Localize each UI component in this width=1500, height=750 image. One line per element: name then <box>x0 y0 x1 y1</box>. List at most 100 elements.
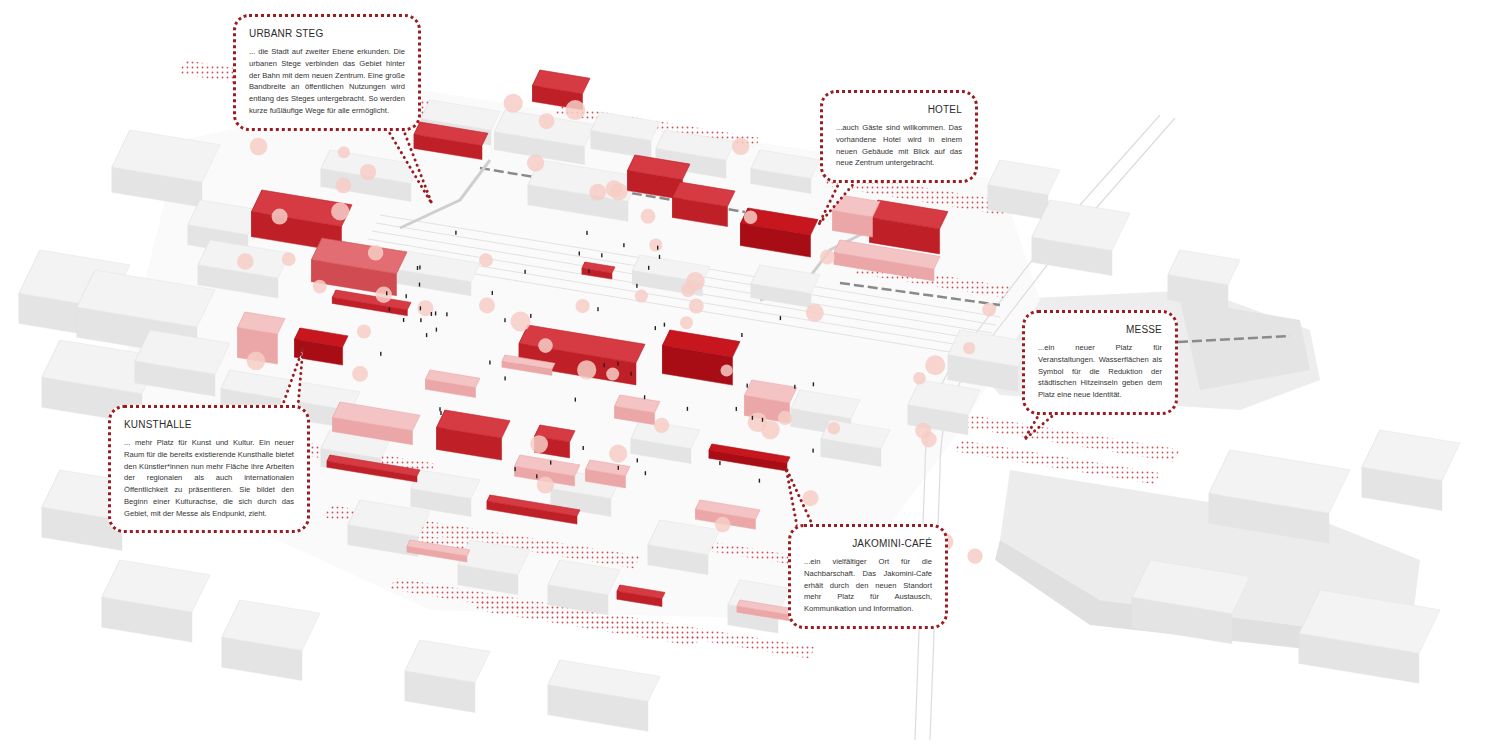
callout-text: ... mehr Platz für Kunst und Kultur. Ein… <box>124 437 294 519</box>
person <box>530 314 531 318</box>
rail-line <box>380 215 1000 317</box>
tree <box>527 154 544 171</box>
callout-tail <box>819 181 856 224</box>
building-roof <box>834 240 940 269</box>
tree <box>247 352 266 371</box>
tree <box>417 300 433 316</box>
tree <box>963 342 975 354</box>
hatch-area <box>934 410 1180 462</box>
tree <box>511 312 531 332</box>
person <box>794 385 795 389</box>
plan-ground <box>120 90 1420 740</box>
person <box>439 407 440 411</box>
callout-text: ...auch Gäste sind willkommen. Das vorha… <box>836 122 962 169</box>
tree <box>635 290 648 303</box>
person <box>420 318 421 322</box>
building-roof <box>821 420 890 449</box>
callout-heading: MESSE <box>1038 324 1162 335</box>
tree <box>250 138 268 156</box>
person <box>762 418 763 422</box>
building-roof <box>77 270 215 327</box>
person <box>514 467 515 471</box>
building-roof <box>198 240 290 278</box>
callout-box: JAKOMINI-CAFÉ...ein vielfältiger Ort für… <box>788 524 948 629</box>
person <box>575 398 576 402</box>
person <box>657 246 658 250</box>
callout-tail <box>786 468 813 526</box>
callout-tail <box>403 129 432 204</box>
building-roof <box>102 560 210 612</box>
tree <box>368 245 383 260</box>
tree <box>778 411 792 425</box>
person <box>489 361 490 365</box>
person <box>644 395 645 399</box>
tree <box>237 253 254 270</box>
callout-tail-fill <box>282 348 303 407</box>
rail-line <box>368 239 988 341</box>
tree <box>360 164 376 180</box>
callout-text: ...ein neuer Platz für Veranstaltungen. … <box>1038 342 1162 401</box>
person <box>586 231 587 235</box>
building-roof <box>1209 450 1350 513</box>
callout-tail-fill <box>387 129 432 204</box>
site-ground <box>120 90 1040 620</box>
callout-tail <box>298 348 303 407</box>
building-roof <box>238 312 286 334</box>
tree <box>479 297 495 313</box>
building-roof <box>221 370 290 399</box>
building-roof <box>437 410 510 438</box>
tree <box>338 146 350 158</box>
building-roof <box>405 640 490 683</box>
person <box>420 306 421 310</box>
plan-hatch <box>178 60 1180 659</box>
person <box>389 307 390 311</box>
person <box>618 466 619 470</box>
tree <box>606 180 623 197</box>
building-roof <box>1299 590 1440 653</box>
tree <box>352 366 368 382</box>
person <box>417 266 418 270</box>
tree <box>336 178 352 194</box>
tree <box>686 272 705 291</box>
person <box>440 411 441 415</box>
tree <box>641 209 656 224</box>
tree <box>654 418 669 433</box>
callout-text: ...ein vielfältiger Ort für die Nachbars… <box>804 556 932 615</box>
tree <box>504 94 523 113</box>
tree <box>537 476 554 493</box>
person <box>588 269 589 273</box>
tree <box>357 325 371 339</box>
callout-tail <box>786 468 797 526</box>
building-roof <box>533 70 591 94</box>
building-roof <box>741 208 819 235</box>
person <box>759 479 760 483</box>
tree <box>913 372 926 385</box>
tree <box>479 253 493 267</box>
callout-tail <box>387 129 432 204</box>
building-roof <box>327 455 420 476</box>
callout-box: MESSE ...ein neuer Platz für Veranstaltun… <box>1022 310 1178 415</box>
person <box>741 333 742 337</box>
person <box>664 323 665 327</box>
building-roof <box>222 600 320 650</box>
rail-dashed <box>1178 336 1290 342</box>
building-roof <box>628 155 691 180</box>
person <box>386 291 387 295</box>
building-roof <box>673 182 736 207</box>
tree <box>761 420 780 439</box>
tree <box>313 280 327 294</box>
building-roof <box>791 390 860 419</box>
callout-tail <box>282 348 303 407</box>
plan-buildings <box>19 70 1460 731</box>
person <box>583 446 584 450</box>
building-roof <box>458 540 530 575</box>
building-roof <box>751 150 820 179</box>
building-roof <box>656 130 735 160</box>
tree <box>680 316 693 329</box>
building-roof <box>751 265 820 294</box>
tree <box>609 445 627 463</box>
callout-box: KUNSTHALLE... mehr Platz für Kunst und K… <box>108 405 310 533</box>
tree <box>577 360 596 379</box>
building-roof <box>411 470 480 499</box>
